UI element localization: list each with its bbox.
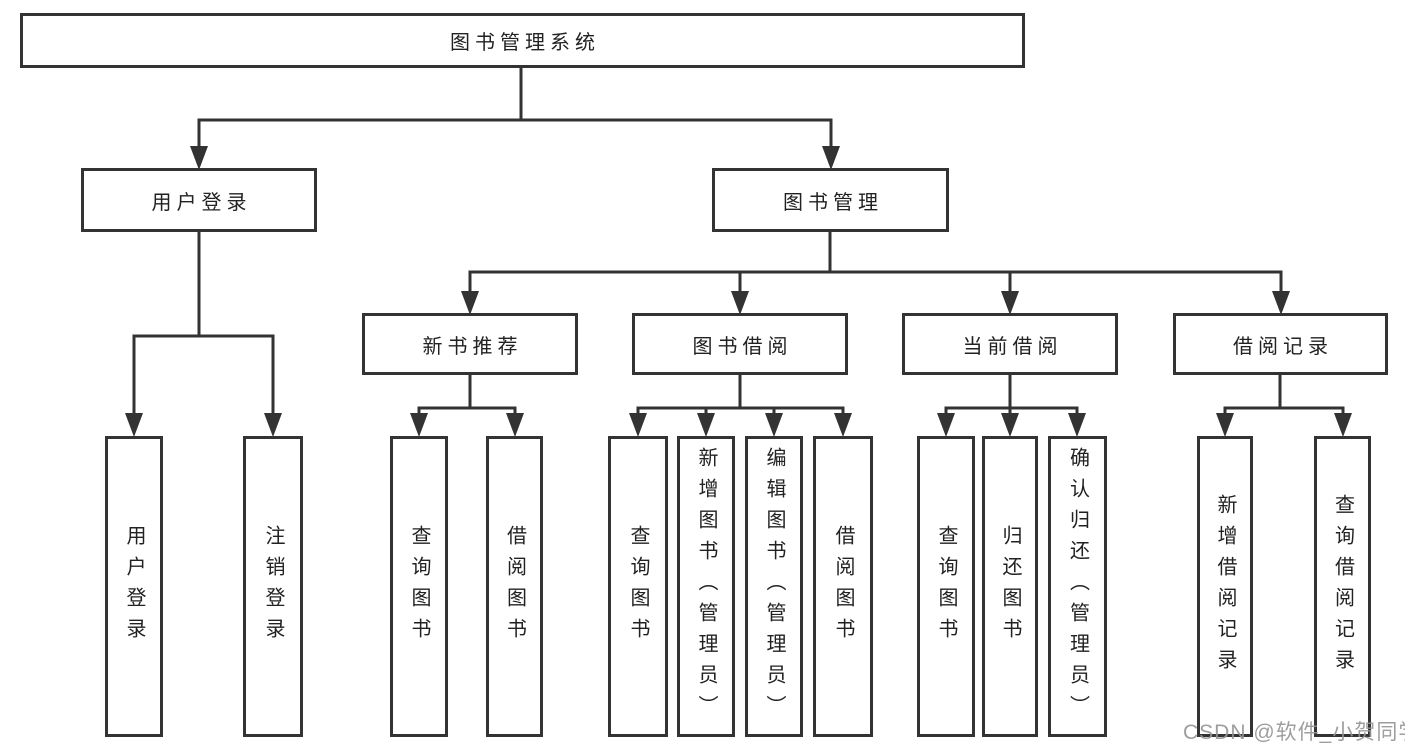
- leaf-logout-label: 注销登录: [262, 524, 284, 649]
- leaf-cb-confirm-return-admin-label: 确认归还（管理员）: [1066, 447, 1089, 726]
- leaf-rec-query-borrow-record: 查询借阅记录: [1314, 436, 1371, 737]
- node-book-management-label: 图书管理: [783, 191, 883, 214]
- leaf-cb-query-books-label: 查询图书: [935, 524, 957, 649]
- leaf-bb-add-books-admin: 新增图书（管理员）: [677, 436, 735, 737]
- node-new-book-recommend: 新书推荐: [362, 313, 578, 375]
- leaf-user-login-label: 用户登录: [123, 524, 145, 649]
- leaf-cb-return-books-label: 归还图书: [999, 524, 1021, 649]
- leaf-bb-borrow-books: 借阅图书: [813, 436, 873, 737]
- leaf-cb-query-books: 查询图书: [917, 436, 975, 737]
- node-borrow-record: 借阅记录: [1173, 313, 1388, 375]
- leaf-bb-edit-books-admin-label: 编辑图书（管理员）: [763, 447, 785, 726]
- leaf-bb-edit-books-admin: 编辑图书（管理员）: [745, 436, 803, 737]
- node-book-borrow: 图书借阅: [632, 313, 848, 375]
- leaf-bb-add-books-admin-label: 新增图书（管理员）: [695, 447, 717, 726]
- leaf-logout: 注销登录: [243, 436, 303, 737]
- leaf-nbr-borrow-books-label: 借阅图书: [503, 524, 526, 649]
- connector-user-login-children: [125, 230, 282, 437]
- leaf-cb-confirm-return-admin: 确认归还（管理员）: [1048, 436, 1107, 737]
- connector-book-borrow-children: [629, 373, 852, 437]
- leaf-bb-query-books: 查询图书: [608, 436, 668, 737]
- node-current-borrow: 当前借阅: [902, 313, 1118, 375]
- connector-current-borrow-children: [937, 373, 1086, 437]
- leaf-rec-add-borrow-record: 新增借阅记录: [1197, 436, 1253, 737]
- leaf-cb-return-books: 归还图书: [982, 436, 1038, 737]
- leaf-bb-query-books-label: 查询图书: [627, 524, 649, 649]
- leaf-rec-query-borrow-record-label: 查询借阅记录: [1331, 493, 1354, 680]
- connector-borrow-record-children: [1216, 373, 1352, 437]
- node-user-login-label: 用户登录: [151, 191, 252, 214]
- connector-new-book-recommend-children: [410, 373, 524, 437]
- connector-book-management-to-level3: [461, 230, 1290, 315]
- node-book-borrow-label: 图书借阅: [692, 335, 793, 358]
- leaf-nbr-borrow-books: 借阅图书: [486, 436, 543, 737]
- leaf-nbr-query-books-label: 查询图书: [408, 524, 430, 649]
- node-root-title-label: 图书管理系统: [450, 32, 600, 54]
- node-book-management: 图书管理: [712, 168, 949, 232]
- node-new-book-recommend-label: 新书推荐: [422, 335, 523, 358]
- leaf-rec-add-borrow-record-label: 新增借阅记录: [1214, 493, 1236, 680]
- node-root-title: 图书管理系统: [20, 13, 1025, 68]
- csdn-watermark: CSDN @软件_小贺同学: [1183, 721, 1405, 744]
- node-borrow-record-label: 借阅记录: [1233, 335, 1333, 358]
- leaf-nbr-query-books: 查询图书: [390, 436, 448, 737]
- leaf-bb-borrow-books-label: 借阅图书: [832, 524, 854, 649]
- node-user-login: 用户登录: [81, 168, 317, 232]
- leaf-user-login: 用户登录: [105, 436, 163, 737]
- node-current-borrow-label: 当前借阅: [962, 335, 1063, 358]
- connector-root-to-level2: [190, 66, 840, 170]
